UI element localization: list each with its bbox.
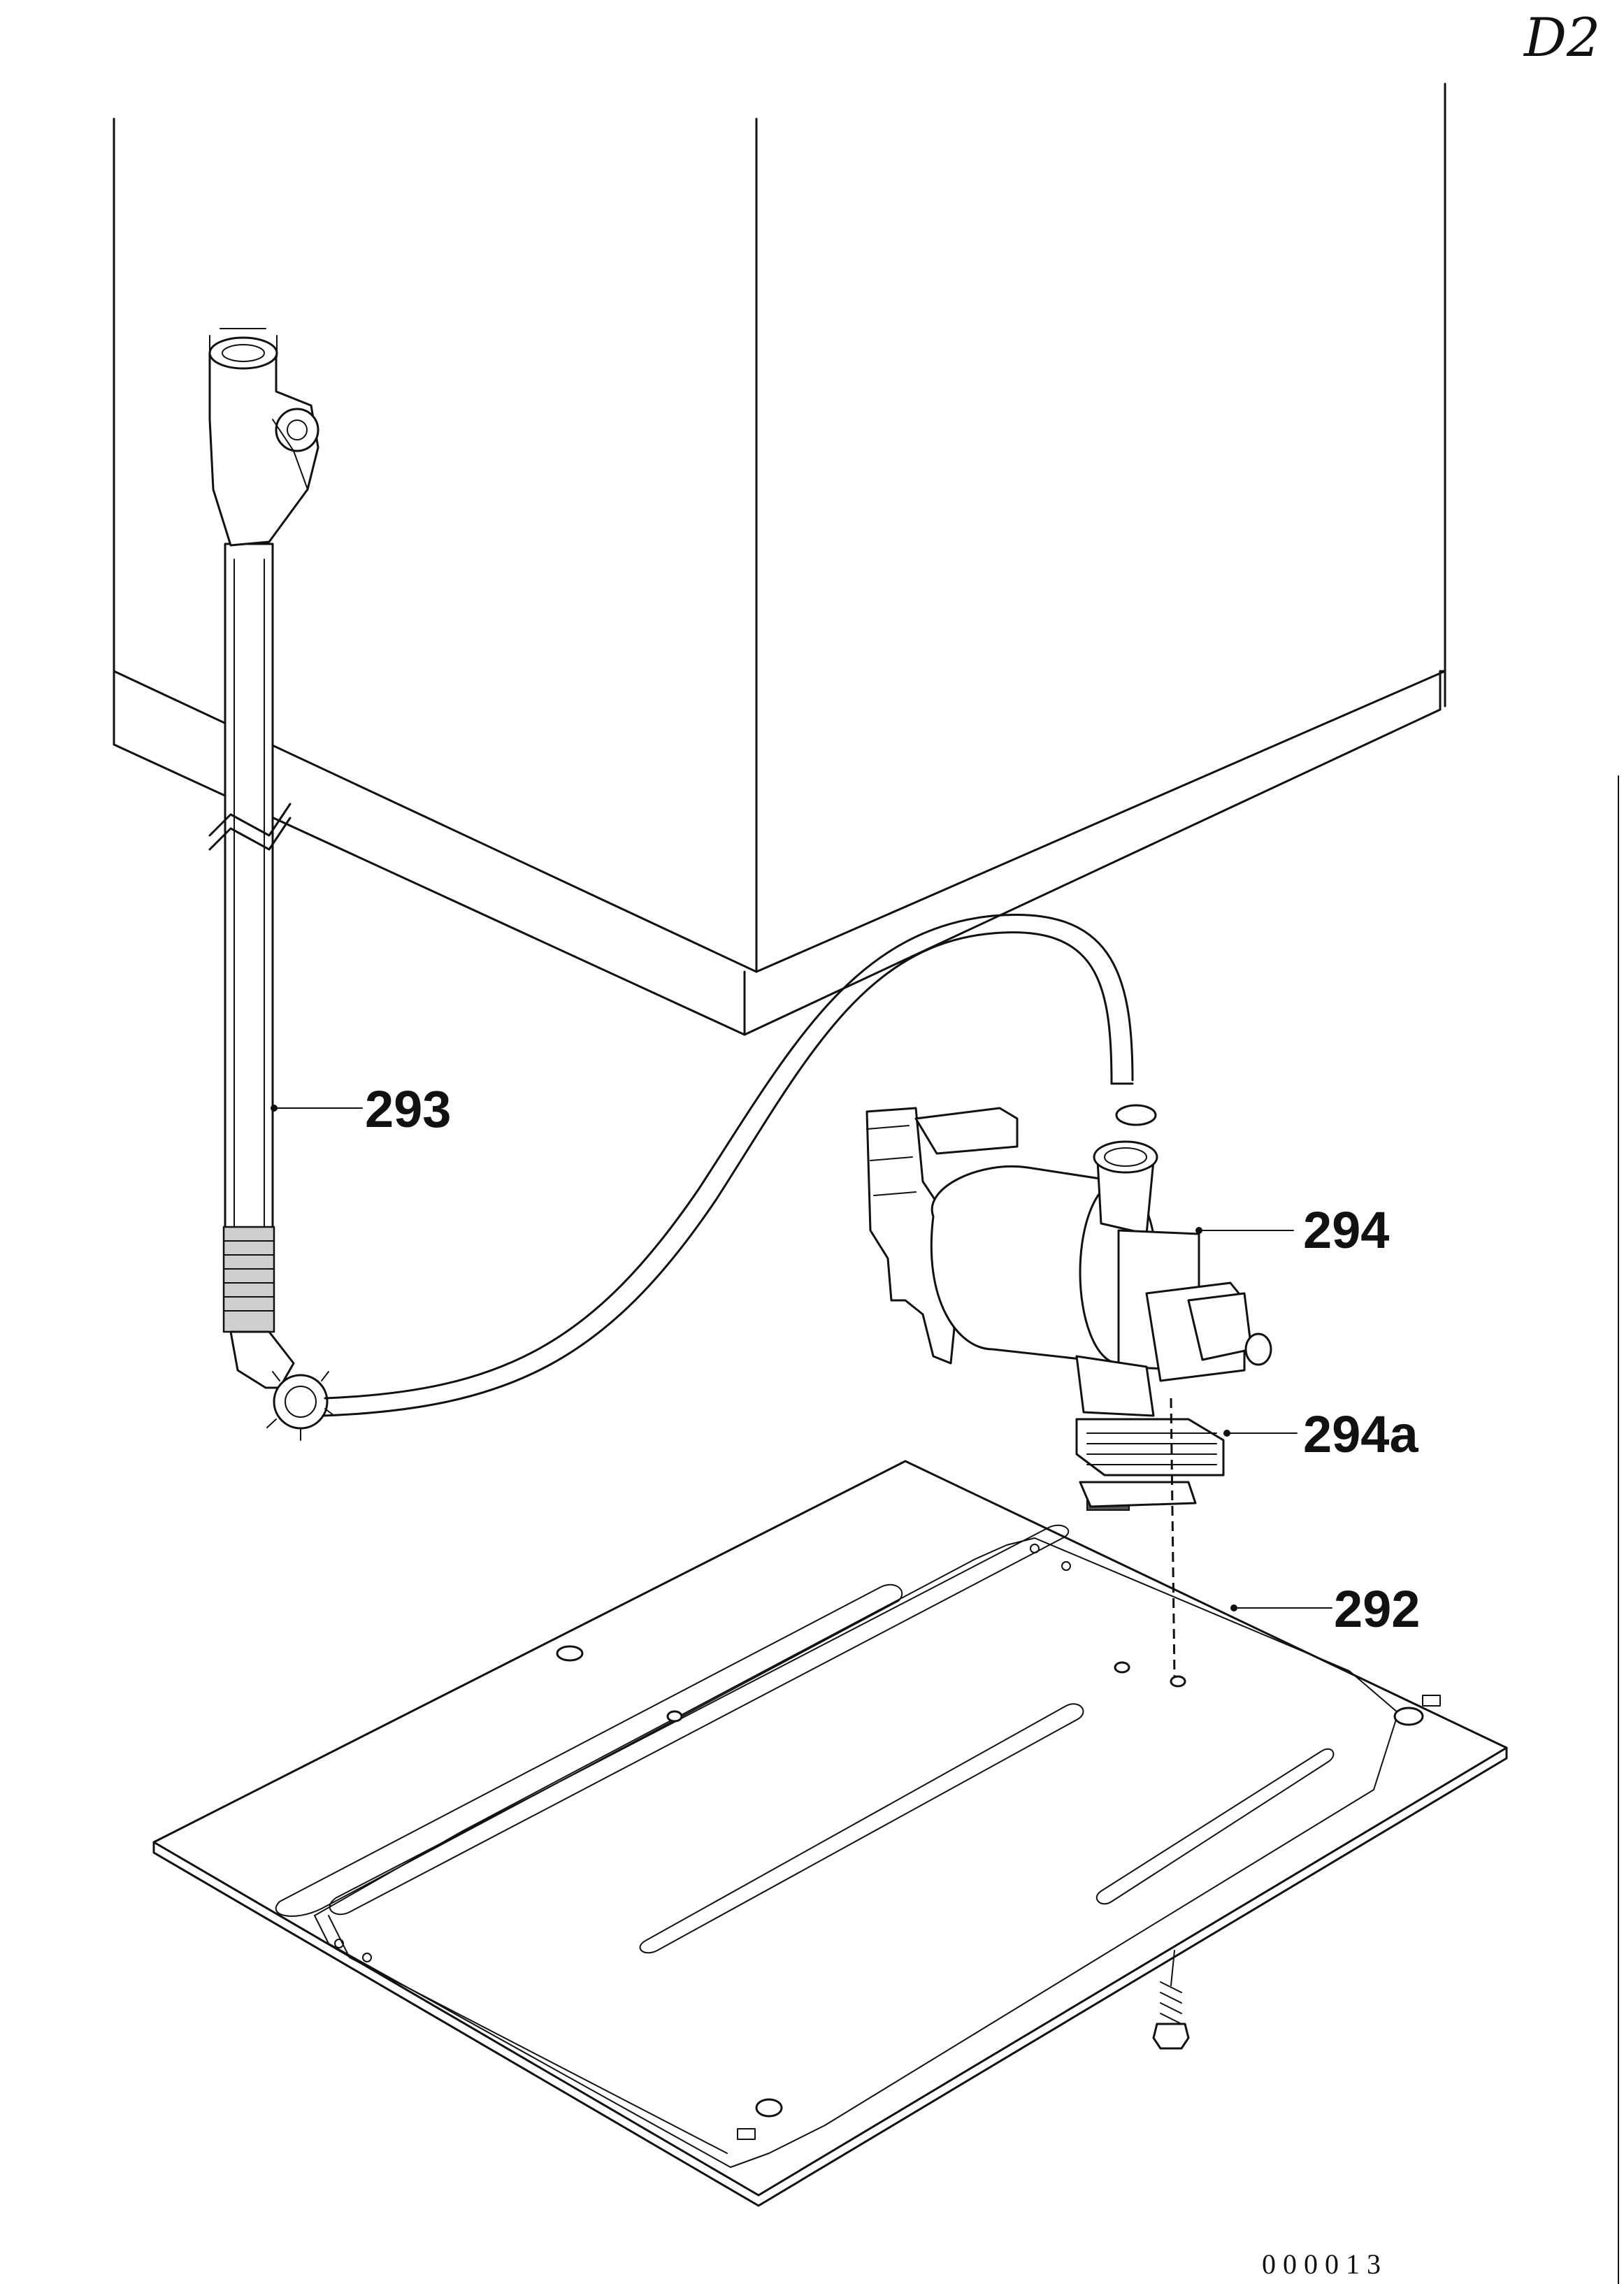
hose-top-connector <box>208 328 319 547</box>
drain-pump <box>865 1107 1272 1417</box>
corner-mark: D2 <box>1523 6 1600 69</box>
callout-base-label: 292 <box>1334 1580 1420 1638</box>
cabinet <box>113 82 1446 1036</box>
callout-hose-label: 293 <box>365 1080 451 1138</box>
hose-end-nut <box>266 1371 335 1441</box>
drawing-number: 000013 <box>1262 2248 1388 2280</box>
pump-filter <box>1075 1398 1225 1679</box>
fixing-screw <box>1152 1950 1190 2050</box>
callout-pump-label: 294 <box>1303 1201 1389 1259</box>
base-plate <box>152 1460 1508 2207</box>
callout-filter-label: 294a <box>1303 1405 1418 1463</box>
drain-hose <box>208 328 1157 1441</box>
